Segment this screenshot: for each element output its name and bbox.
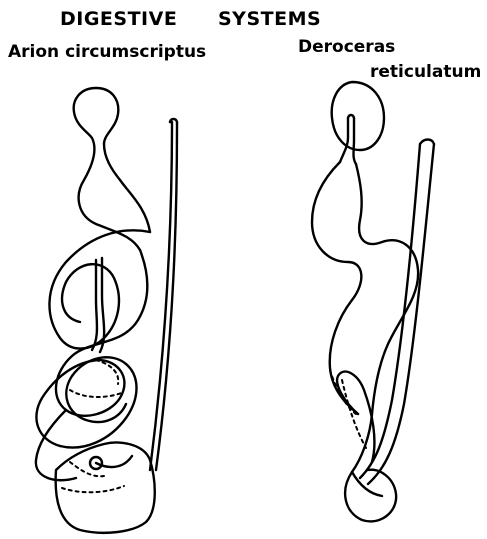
figure-title-digestive: DIGESTIVE	[60, 8, 177, 30]
label-reticulatum: reticulatum	[370, 62, 481, 82]
label-deroceras: Deroceras	[298, 37, 395, 57]
deroceras-digestive-tract-drawing	[312, 82, 434, 521]
figure-title-systems: SYSTEMS	[218, 8, 321, 30]
arion-digestive-tract-drawing	[36, 88, 177, 533]
label-arion-circumscriptus: Arion circumscriptus	[8, 42, 206, 62]
